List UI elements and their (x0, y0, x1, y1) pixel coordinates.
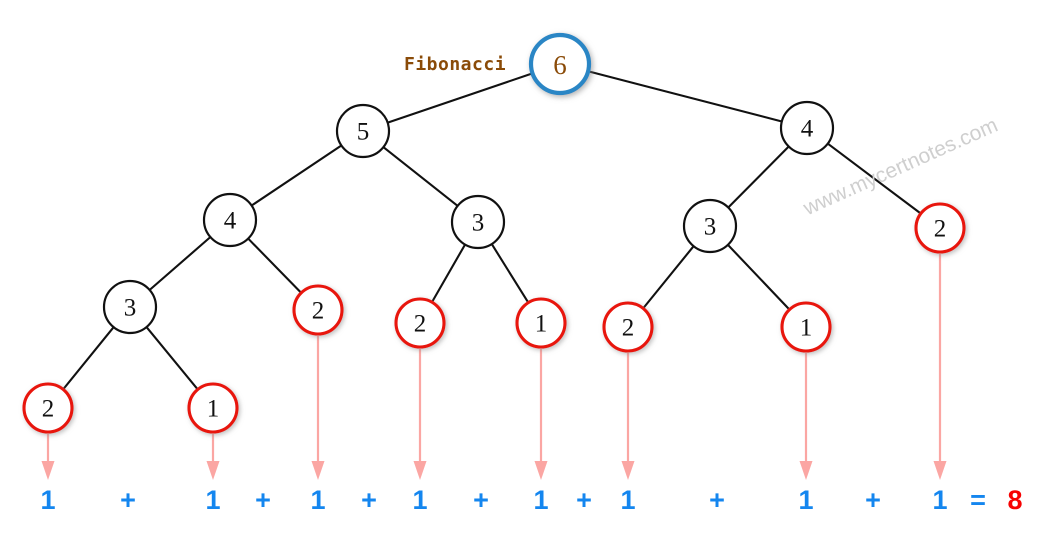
leaf-value-arrow (206, 434, 220, 480)
tree-node-internal-3: 3 (682, 198, 738, 254)
tree-node-leaf-2: 2 (394, 297, 446, 349)
summation-term: 1 (620, 485, 636, 515)
tree-edge (827, 142, 922, 215)
node-circle (187, 382, 239, 434)
summation-term: 1 (205, 485, 221, 515)
tree-edges (62, 70, 922, 391)
leaf-value-arrow (311, 336, 325, 480)
node-value-label: 4 (801, 116, 814, 143)
tree-edge (490, 243, 530, 304)
tree-node-internal-4: 4 (779, 100, 835, 156)
tree-node-internal-3: 3 (102, 279, 158, 335)
summation-op: + (576, 485, 592, 515)
summation-op: + (473, 485, 489, 515)
tree-node-leaf-2: 2 (292, 284, 344, 336)
tree-node-leaf-1: 1 (515, 297, 567, 349)
node-value-label: 4 (224, 208, 237, 235)
tree-edge (431, 243, 466, 303)
arrow-head (311, 461, 325, 480)
node-circle (335, 103, 391, 159)
tree-edge (145, 326, 199, 391)
tree-edge (62, 326, 115, 391)
tree-edge (642, 245, 695, 310)
node-circle (202, 192, 258, 248)
summation-term: 1 (310, 485, 326, 515)
leaf-arrows (41, 254, 947, 480)
node-circle (394, 297, 446, 349)
node-value-label: 2 (622, 315, 635, 342)
tree-node-leaf-1: 1 (187, 382, 239, 434)
node-circle (450, 194, 506, 250)
summation-term: 1 (798, 485, 814, 515)
node-value-label: 3 (124, 295, 137, 322)
tree-node-leaf-1: 1 (780, 301, 832, 353)
tree-edge (727, 244, 791, 311)
tree-edge (148, 236, 212, 291)
node-circle (779, 100, 835, 156)
tree-node-root-6: 6 (528, 32, 592, 96)
leaf-value-arrow (799, 353, 813, 480)
arrow-head (413, 461, 427, 480)
arrow-head (621, 461, 635, 480)
leaf-value-arrow (41, 434, 55, 480)
leaf-value-arrow (413, 349, 427, 480)
tree-edge (727, 145, 790, 209)
fibonacci-caption: Fibonacci (404, 54, 507, 75)
node-circle (292, 284, 344, 336)
summation-op: + (120, 485, 136, 515)
tree-edge (247, 237, 302, 294)
tree-nodes: 6 5 4 4 3 3 2 3 2 2 1 2 1 2 1 (22, 32, 966, 434)
node-value-label: 3 (704, 214, 717, 241)
summation-term: 1 (932, 485, 948, 515)
summation-term: 1 (412, 485, 428, 515)
tree-edge (387, 72, 534, 124)
node-value-label: 2 (312, 298, 325, 325)
summation-op: + (865, 485, 881, 515)
tree-edge (587, 70, 783, 123)
node-value-label: 1 (207, 396, 220, 423)
summation-total: 8 (1007, 485, 1023, 515)
arrow-head (206, 461, 220, 480)
leaf-value-arrow (933, 254, 947, 480)
node-circle (22, 382, 74, 434)
tree-node-leaf-2: 2 (914, 202, 966, 254)
summation-term: 1 (40, 485, 56, 515)
node-circle (682, 198, 738, 254)
summation-op: + (255, 485, 271, 515)
tree-edge (382, 146, 459, 207)
node-circle (102, 279, 158, 335)
node-circle (780, 301, 832, 353)
node-value-label: 5 (357, 119, 370, 146)
node-value-label: 2 (42, 396, 55, 423)
arrow-head (933, 461, 947, 480)
node-circle (528, 32, 592, 96)
node-value-label: 2 (414, 311, 427, 338)
leaf-value-arrow (621, 353, 635, 480)
tree-node-leaf-2: 2 (602, 301, 654, 353)
tree-node-internal-3: 3 (450, 194, 506, 250)
node-value-label: 1 (535, 311, 548, 338)
summation-eq: = (970, 485, 986, 515)
node-circle (515, 297, 567, 349)
node-circle (602, 301, 654, 353)
tree-node-internal-4: 4 (202, 192, 258, 248)
tree-node-internal-5: 5 (335, 103, 391, 159)
arrow-head (534, 461, 548, 480)
node-value-label: 3 (472, 210, 485, 237)
arrow-head (799, 461, 813, 480)
node-value-label: 2 (934, 216, 947, 243)
tree-node-leaf-2: 2 (22, 382, 74, 434)
summation-op: + (709, 485, 725, 515)
leaf-value-arrow (534, 349, 548, 480)
arrow-head (41, 461, 55, 480)
node-value-label: 1 (800, 315, 813, 342)
node-circle (914, 202, 966, 254)
tree-edge (250, 144, 343, 207)
summation-op: + (361, 485, 377, 515)
summation-term: 1 (533, 485, 549, 515)
node-value-label: 6 (553, 50, 567, 80)
